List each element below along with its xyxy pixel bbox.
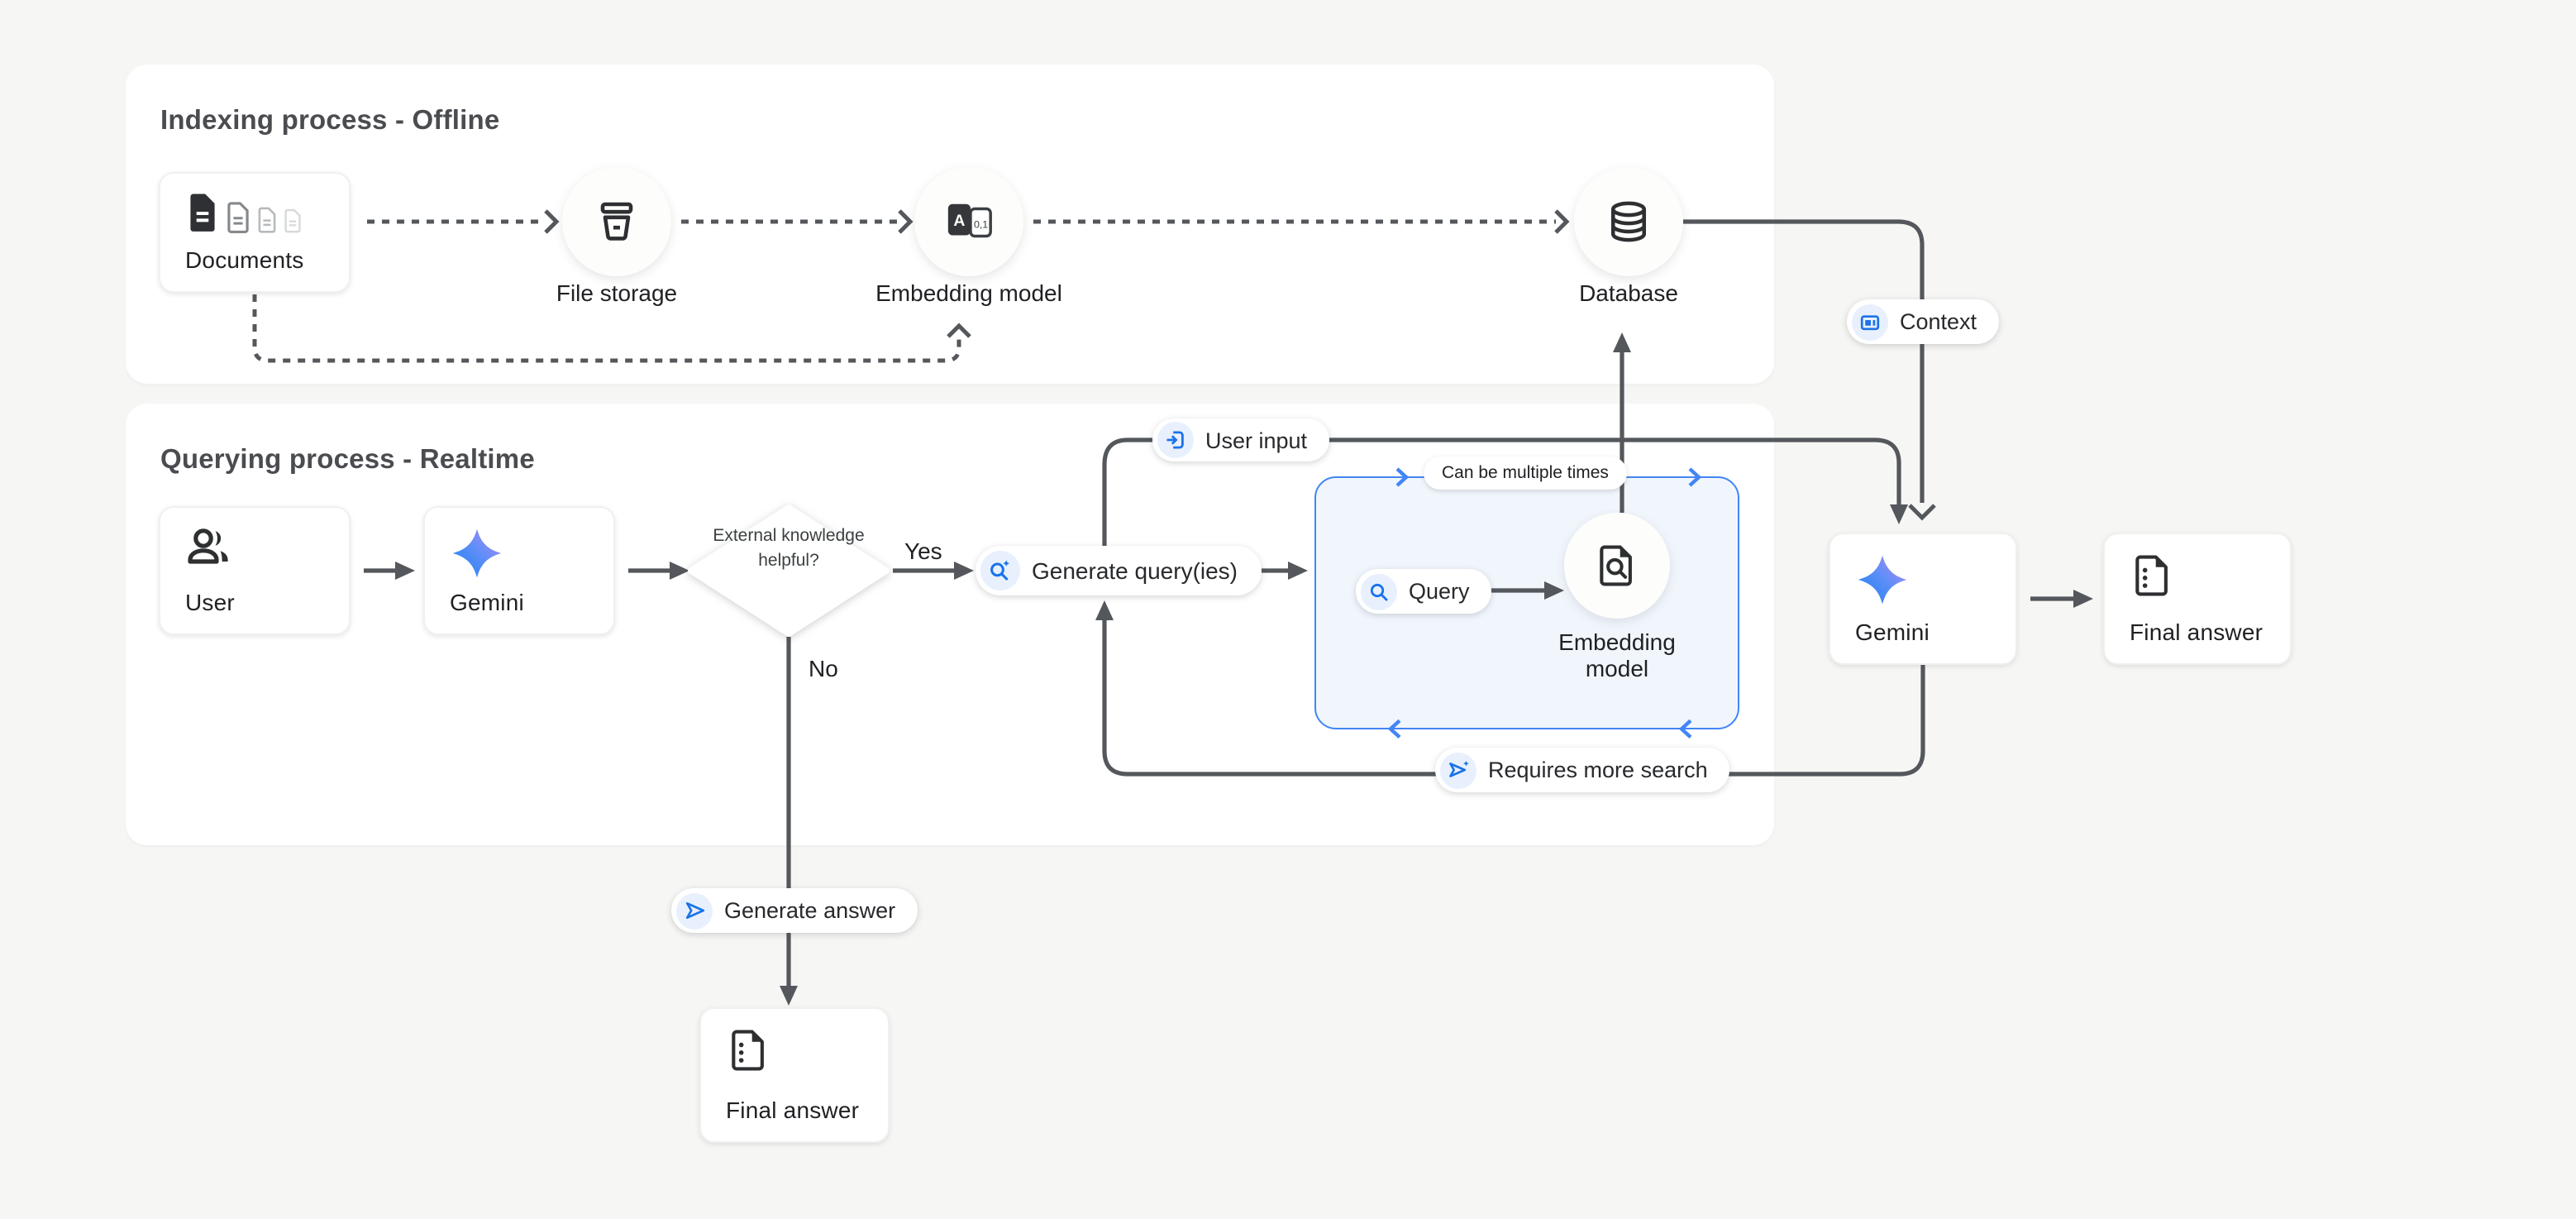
- gemini-2-card: Gemini: [1829, 533, 2017, 665]
- users-icon: [185, 526, 235, 569]
- final-answer-no-branch-card: Final answer: [699, 1007, 890, 1143]
- documents-card: Documents: [159, 172, 351, 293]
- send-icon: [676, 892, 713, 929]
- user-label: User: [185, 589, 324, 615]
- decision-diamond: External knowledge helpful?: [688, 504, 890, 637]
- context-pill: Context: [1847, 299, 1998, 344]
- user-card: User: [159, 506, 351, 635]
- final-answer-label: Final answer: [2130, 619, 2265, 645]
- database-label: Database: [1529, 280, 1728, 306]
- querying-panel-title: Querying process - Realtime: [160, 445, 535, 476]
- gemini-star-icon: [1855, 552, 1910, 607]
- query-pill-label: Query: [1409, 579, 1470, 604]
- search-sparkle-icon: [980, 551, 1020, 590]
- answer-document-icon: [726, 1027, 772, 1073]
- generate-answer-pill: Generate answer: [671, 888, 917, 933]
- documents-icon: [185, 192, 324, 233]
- svg-text:0,1: 0,1: [973, 218, 987, 229]
- gemini-label: Gemini: [450, 589, 589, 615]
- query-pill: Query: [1356, 569, 1491, 614]
- final-answer-no-branch-label: Final answer: [726, 1097, 863, 1123]
- embedding-model-label: Embedding model: [853, 280, 1085, 306]
- user-input-pill-label: User input: [1205, 428, 1307, 452]
- requires-more-search-label: Requires more search: [1488, 758, 1708, 782]
- svg-text:A: A: [952, 211, 964, 229]
- requires-more-search-pill: Requires more search: [1435, 748, 1729, 792]
- gemini-star-icon: [450, 526, 504, 581]
- send-sparkle-icon: [1440, 752, 1476, 788]
- translate-icon: 0,1 A: [943, 196, 995, 247]
- gemini-2-label: Gemini: [1855, 619, 1991, 645]
- loop-box-caption: Can be multiple times: [1424, 457, 1627, 490]
- yes-label: Yes: [904, 538, 942, 564]
- decision-question: External knowledge helpful?: [706, 524, 871, 572]
- generate-queries-pill: Generate query(ies): [976, 546, 1261, 595]
- generate-queries-label: Generate query(ies): [1032, 557, 1238, 584]
- document-search-icon: [1594, 543, 1640, 589]
- database-node: [1574, 167, 1683, 276]
- file-storage-node: [562, 167, 671, 276]
- search-icon: [1361, 573, 1397, 610]
- user-input-pill: User input: [1152, 418, 1329, 461]
- storage-bucket-icon: [592, 197, 642, 246]
- query-embedding-label: Embedding model: [1543, 629, 1691, 681]
- database-icon: [1604, 197, 1653, 246]
- final-answer-card: Final answer: [2103, 533, 2292, 665]
- answer-document-icon: [2130, 552, 2176, 599]
- gemini-card: Gemini: [423, 506, 615, 635]
- wire-database-context-to-gemini: [1683, 222, 1922, 503]
- indexing-panel-title: Indexing process - Offline: [160, 106, 499, 137]
- generate-answer-label: Generate answer: [724, 898, 895, 923]
- documents-label: Documents: [185, 246, 324, 273]
- embedding-model-node: 0,1 A: [914, 167, 1023, 276]
- context-pill-label: Context: [1900, 309, 1977, 334]
- user-input-icon: [1157, 422, 1194, 458]
- context-icon: [1852, 304, 1888, 340]
- query-embedding-node: [1564, 513, 1670, 619]
- no-label: No: [809, 655, 838, 681]
- file-storage-label: File storage: [518, 280, 716, 306]
